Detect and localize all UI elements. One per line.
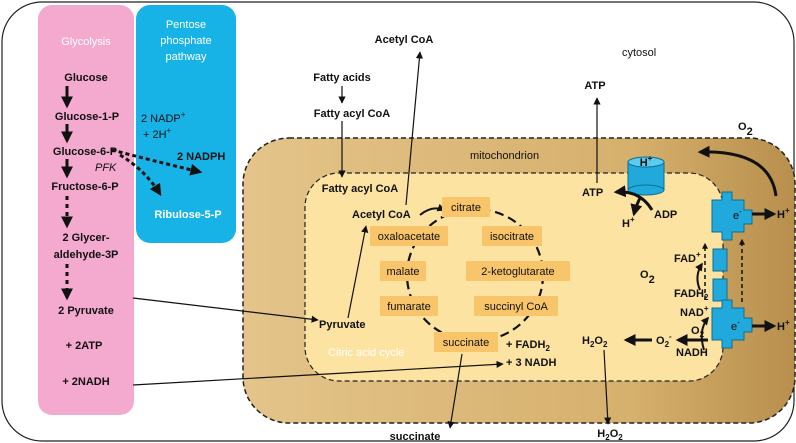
glycolysis-title: Glycolysis [61, 36, 111, 48]
complex-middle-bottom [712, 278, 728, 302]
nadh-etc-label: NADH [676, 347, 708, 359]
succinyl-coa-box [474, 296, 558, 316]
pyruvate-inner-label: Pyruvate [319, 319, 365, 331]
pyruvate-to-acetyl-arrow [347, 225, 369, 319]
glycolysis-items: Glucose Glucose-1-P Glucose-6-P Fructose… [51, 72, 119, 388]
h-plus-right-lower: H+ [777, 318, 790, 333]
fatty-acyl-coa-inner-label: Fatty acyl CoA [322, 183, 398, 195]
acetyl-out-arrow [405, 51, 423, 206]
ketoglutarate-box [466, 261, 570, 281]
svg-text:oxaloacetate: oxaloacetate [378, 231, 440, 243]
pyruvate-glycolysis: 2 Pyruvate [58, 305, 114, 317]
svg-text:Pentose: Pentose [166, 19, 206, 31]
atp-synthase [627, 156, 665, 196]
svg-text:phosphate: phosphate [160, 35, 211, 47]
glycolysis-pyruvate-arrow [132, 297, 319, 323]
citrate-box [442, 197, 490, 217]
pentose-title: Pentose phosphate pathway [160, 19, 211, 63]
citric-acid-cycle-label: Citric acid cycle [328, 347, 404, 359]
h2o2-inner-label: H2O2 [582, 335, 608, 349]
pentose-arrows [111, 148, 203, 197]
fatty-acyl-coa-label: Fatty acyl CoA [314, 108, 390, 120]
fructose-6-p: Fructose-6-P [51, 181, 118, 193]
svg-text:2-ketoglutarate: 2-ketoglutarate [481, 266, 554, 278]
h-plus-left-label: H+ [622, 215, 635, 230]
pfk-label: PFK [95, 162, 117, 174]
succinate-box [434, 332, 498, 352]
h2o2-out-arrow [603, 349, 612, 425]
glyceraldehyde-3p-line1: 2 Glycer- [62, 232, 109, 244]
glucose-1-p: Glucose-1-P [55, 111, 119, 123]
svg-text:succinate: succinate [443, 337, 489, 349]
glyceraldehyde-3p-line2: aldehyde-3P [54, 249, 119, 261]
mitochondrion-label: mitochondrion [470, 150, 539, 162]
svg-text:isocitrate: isocitrate [490, 231, 534, 243]
nadph-label: 2 NADPH [177, 151, 225, 163]
acetyl-to-citrate-arrow [419, 203, 446, 216]
adp-atp-arrow [613, 185, 654, 211]
oxaloacetate-box [370, 226, 448, 246]
acetyl-coa-inner-label: Acetyl CoA [352, 209, 411, 221]
malate-box [380, 261, 426, 281]
fadh2-etc-label: FADH2 [674, 288, 709, 302]
fumarate-box [380, 296, 438, 316]
o2-cytosol-label: O2 [738, 121, 753, 138]
svg-text:fumarate: fumarate [387, 301, 430, 313]
complex-lower [711, 299, 753, 349]
complex-middle-top [712, 248, 728, 272]
atp-mito-label: ATP [582, 187, 603, 199]
atp-top-label: ATP [584, 80, 605, 92]
proton-curve-arrow [697, 145, 778, 197]
h-plus-label: + 2H+ [143, 126, 172, 141]
two-nadh: + 2NADH [62, 376, 109, 388]
svg-text:citrate: citrate [451, 202, 481, 214]
nad-curve-arrow [700, 316, 710, 351]
acetyl-coa-top-label: Acetyl CoA [375, 34, 434, 46]
svg-text:succinyl CoA: succinyl CoA [484, 301, 548, 313]
glycolysis-panel [38, 5, 134, 415]
isocitrate-box [482, 226, 542, 246]
glucose: Glucose [64, 72, 107, 84]
h-plus-synthase: H+ [640, 154, 653, 169]
svg-text:malate: malate [386, 266, 419, 278]
h-plus-right-upper: H+ [777, 206, 790, 221]
adp-label: ADP [654, 209, 677, 221]
e-minus-upper: e- [733, 207, 742, 222]
succinate-out-arrow [447, 353, 463, 429]
e-minus-lower: e- [731, 318, 740, 333]
ribulose-label: Ribulose-5-P [154, 209, 221, 221]
glucose-6-p: Glucose-6-P [53, 146, 117, 158]
h-to-synthase-arrow [630, 197, 643, 217]
nadh-to-tca-arrow [132, 360, 504, 386]
o2-inner-label: O2 [640, 269, 655, 286]
svg-text:pathway: pathway [166, 51, 207, 63]
h2o2-bottom-label: H2O2 [597, 428, 623, 442]
complex-upper [711, 191, 753, 241]
tca-metabolites: citrate oxaloacetate isocitrate malate 2… [370, 197, 570, 352]
fatty-acids-label: Fatty acids [313, 72, 370, 84]
fad-curve-arrow [695, 262, 703, 291]
fad-label: FAD+ [674, 250, 701, 265]
nad-label: NAD+ [680, 304, 709, 319]
nadh-tca-label: + 3 NADH [506, 357, 556, 369]
succinate-bottom-label: succinate [390, 431, 441, 443]
two-atp: + 2ATP [66, 340, 103, 352]
superoxide-label: O2- [656, 332, 672, 349]
fadh2-tca-label: + FADH2 [506, 339, 550, 353]
cytosol-label: cytosol [622, 47, 656, 59]
nadp-label: 2 NADP+ [141, 110, 186, 125]
